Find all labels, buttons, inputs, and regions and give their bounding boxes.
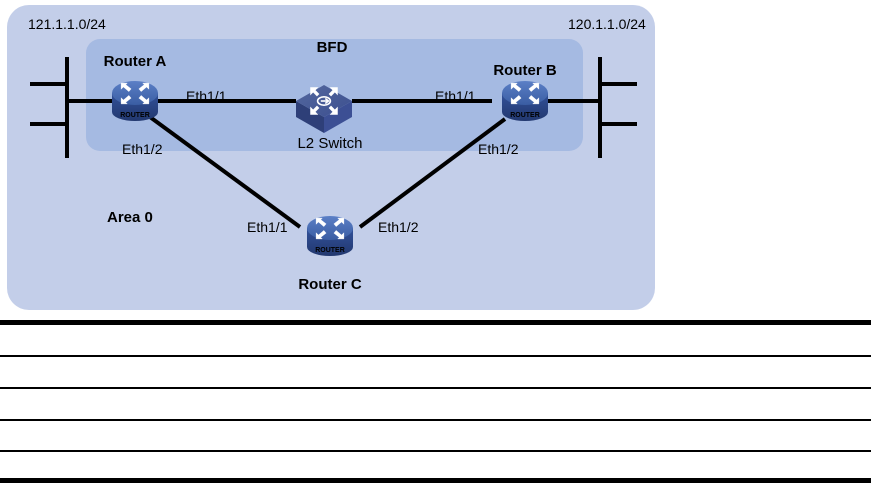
- table-cell: [0, 451, 436, 481]
- table-cell: [436, 323, 871, 357]
- bfd-zone-label: BFD: [317, 39, 348, 56]
- router-c-badge: ROUTER: [315, 247, 345, 254]
- router-a-eth1-1-label: Eth1/1: [186, 88, 227, 104]
- table-cell: [0, 420, 436, 451]
- router-c-label: Router C: [298, 276, 362, 293]
- table-cell: [0, 388, 436, 420]
- router-a-icon: ROUTER: [112, 81, 158, 121]
- table-cell: [0, 356, 436, 388]
- router-b-eth1-1-label: Eth1/1: [435, 88, 476, 104]
- router-c-icon: ROUTER: [307, 216, 353, 256]
- router-a-eth1-2-label: Eth1/2: [122, 141, 163, 157]
- router-c-eth1-2-label: Eth1/2: [378, 219, 419, 235]
- table-row: [0, 356, 871, 388]
- left-network-label: 121.1.1.0/24: [28, 16, 106, 32]
- area-zone-label: Area 0: [107, 209, 153, 226]
- router-b-label: Router B: [493, 62, 557, 79]
- spec-table: [0, 320, 871, 483]
- right-network-label: 120.1.1.0/24: [568, 16, 646, 32]
- spec-table-body: [0, 323, 871, 481]
- table-row: [0, 388, 871, 420]
- table-cell: [436, 451, 871, 481]
- l2-switch-label: L2 Switch: [297, 135, 362, 152]
- table-cell: [0, 323, 436, 357]
- router-c-eth1-1-label: Eth1/1: [247, 219, 288, 235]
- router-b-badge: ROUTER: [510, 112, 540, 119]
- router-b-eth1-2-label: Eth1/2: [478, 141, 519, 157]
- router-a-badge: ROUTER: [120, 112, 150, 119]
- table-cell: [436, 356, 871, 388]
- table-cell: [436, 420, 871, 451]
- router-a-label: Router A: [104, 53, 167, 70]
- table-row: [0, 323, 871, 357]
- table-row: [0, 451, 871, 481]
- table-cell: [436, 388, 871, 420]
- table-row: [0, 420, 871, 451]
- router-b-icon: ROUTER: [502, 81, 548, 121]
- network-diagram: ROUTER ROUTER ROUTER 121.1.1.0/24 120.1.…: [0, 0, 871, 320]
